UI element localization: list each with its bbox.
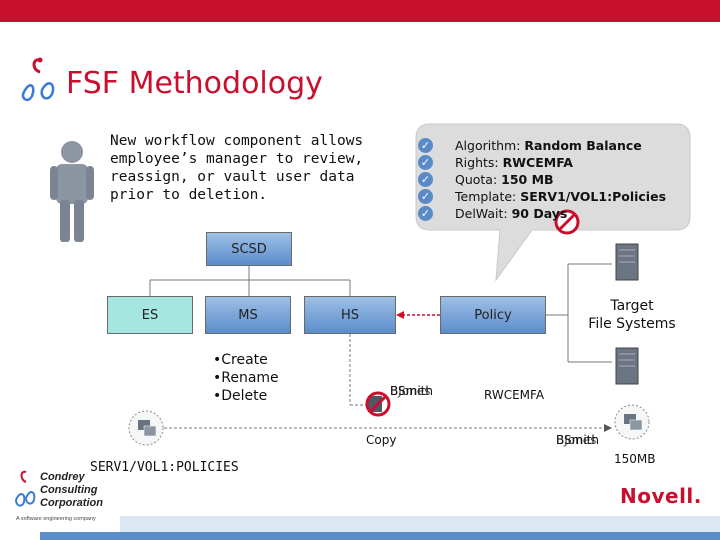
footer-bar (40, 532, 720, 540)
policy-line: Quota: 150 MB (455, 172, 554, 187)
company-logo: Condrey Consulting Corporation A softwar… (14, 470, 103, 522)
policy-details: Algorithm: Random Balance Rights: RWCEMF… (455, 137, 666, 222)
target-line: Target (610, 298, 654, 314)
policy-line: Rights: RWCEMFA (455, 155, 573, 170)
node-ms: MS (205, 296, 291, 334)
node-es: ES (107, 296, 193, 334)
check-icon: ✓ (418, 155, 433, 170)
action-item: •Delete (213, 388, 268, 404)
policy-line: DelWait: 90 Days (455, 206, 568, 221)
action-item: •Create (213, 352, 268, 368)
node-scsd: SCSD (206, 232, 292, 266)
copy-label: Copy (366, 433, 397, 447)
node-policy: Policy (440, 296, 546, 334)
company-tagline: A software engineering company (16, 516, 96, 522)
page-title: FSF Methodology (66, 66, 323, 101)
check-icon: ✓ (418, 206, 433, 221)
action-item: •Rename (213, 370, 279, 386)
person-icon (50, 141, 94, 242)
policy-line: Algorithm: Random Balance (455, 138, 642, 153)
company-name: Condrey (40, 471, 86, 483)
checklist: ✓ ✓ ✓ ✓ ✓ (418, 138, 433, 223)
ms-actions: •Create •Rename •Delete (213, 351, 279, 405)
top-bar (0, 0, 720, 22)
user-label: BSmith (390, 384, 433, 398)
folder-icon (614, 404, 650, 440)
folder-icon (128, 410, 164, 446)
target-label: Target File Systems (582, 297, 682, 333)
check-icon: ✓ (418, 138, 433, 153)
server-icon (615, 243, 639, 281)
source-path-label: SERV1/VOL1:POLICIES (90, 460, 239, 475)
brand-logo: Novell. (620, 484, 702, 508)
logo-icon (21, 57, 55, 102)
company-name: Consulting (40, 484, 98, 496)
user-label: BSmith (556, 433, 599, 447)
quota-label: 150MB (614, 452, 656, 466)
check-icon: ✓ (418, 189, 433, 204)
policy-line: Template: SERV1/VOL1:Policies (455, 189, 667, 204)
server-icon (615, 347, 639, 385)
description-text: New workflow component allows employee’s… (110, 133, 364, 203)
target-line: File Systems (588, 316, 676, 332)
no-entry-icon (554, 209, 580, 235)
company-name: Corporation (40, 497, 103, 509)
user-label: BJones (390, 384, 431, 398)
rights-label: RWCEMFA (484, 388, 545, 402)
node-hs: HS (304, 296, 396, 334)
user-label: BJones (556, 433, 597, 447)
no-entry-icon (365, 391, 391, 417)
check-icon: ✓ (418, 172, 433, 187)
